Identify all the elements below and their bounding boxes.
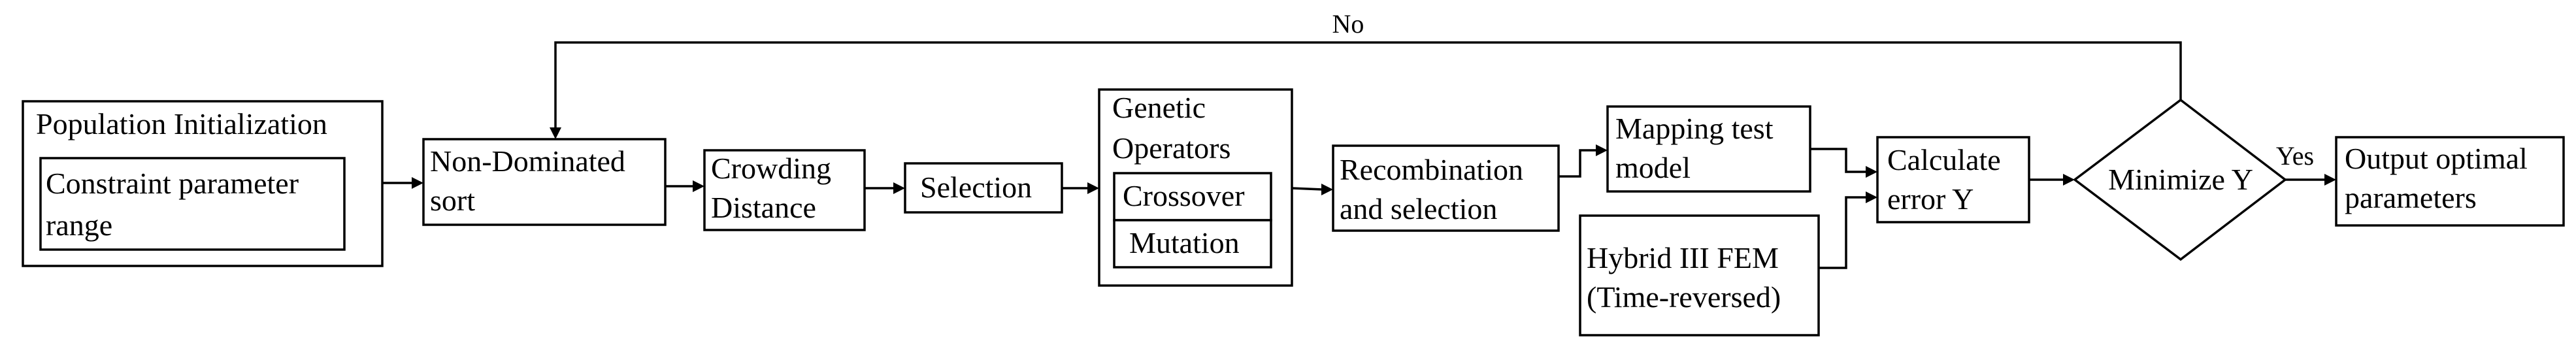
output-optimal-label-line2: parameters — [2345, 181, 2477, 214]
constraint-parameter-label-line1: Constraint parameter — [46, 167, 299, 200]
selection-label: Selection — [920, 171, 1032, 204]
recombination-to-mapping-arrow — [1559, 144, 1608, 178]
calculate-error-label-line1: Calculate — [1887, 143, 2001, 176]
recombination-selection-node: Recombination and selection — [1332, 144, 1560, 232]
crossover-label: Crossover — [1123, 179, 1245, 212]
non-dominated-to-crowding-arrow — [665, 180, 704, 192]
minimize-y-decision-node: Minimize Y — [2073, 98, 2287, 261]
population-initialization-title: Population Initialization — [36, 107, 327, 140]
recombination-label-line2: and selection — [1340, 192, 1497, 225]
non-dominated-sort-label-line1: Non-Dominated — [430, 144, 625, 178]
genetic-operators-label-line2: Operators — [1112, 131, 1230, 165]
crowding-to-selection-arrow — [865, 182, 905, 194]
hybrid-to-calculate-arrow — [1819, 191, 1877, 269]
constraint-parameter-box — [39, 157, 346, 251]
selection-node: Selection — [904, 162, 1063, 214]
population-initialization-node: Population Initialization Constraint par… — [22, 100, 384, 267]
mutation-label: Mutation — [1129, 226, 1240, 259]
population-to-non-dominated-arrow — [382, 177, 423, 189]
minimize-y-label: Minimize Y — [2108, 163, 2253, 196]
no-feedback-loop-arrow — [550, 41, 2182, 139]
genetic-operators-node: Genetic Operators Crossover Mutation — [1098, 88, 1293, 287]
mapping-test-model-label-line1: Mapping test — [1615, 112, 1774, 145]
genetic-operators-label-line1: Genetic — [1112, 91, 1206, 124]
hybrid-iii-fem-label-line2: (Time-reversed) — [1587, 280, 1781, 314]
mapping-test-model-node: Mapping test model — [1606, 105, 1811, 193]
non-dominated-sort-node: Non-Dominated sort — [422, 138, 667, 226]
yes-edge-label: Yes — [2276, 141, 2314, 171]
minimize-to-output-arrow — [2285, 174, 2336, 186]
mapping-to-calculate-arrow — [1810, 148, 1877, 178]
calculate-to-minimize-arrow — [2029, 174, 2075, 186]
mutation-box — [1113, 219, 1272, 269]
calculate-error-label-line2: error Y — [1887, 182, 1973, 216]
genetic-to-recombination-arrow — [1291, 184, 1333, 195]
non-dominated-sort-label-line2: sort — [430, 184, 475, 217]
crowding-distance-node: Crowding Distance — [703, 149, 866, 231]
crowding-distance-label-line2: Distance — [711, 191, 816, 224]
calculate-error-node: Calculate error Y — [1876, 136, 2030, 223]
hybrid-iii-fem-label-line1: Hybrid III FEM — [1587, 241, 1779, 274]
recombination-label-line1: Recombination — [1340, 153, 1523, 186]
selection-to-genetic-arrow — [1062, 182, 1099, 194]
crowding-distance-label-line1: Crowding — [711, 152, 831, 185]
mapping-test-model-label-line2: model — [1615, 151, 1691, 184]
output-optimal-parameters-node: Output optimal parameters — [2335, 136, 2565, 227]
hybrid-iii-fem-node: Hybrid III FEM (Time-reversed) — [1579, 214, 1820, 337]
constraint-parameter-label-line2: range — [46, 208, 112, 242]
output-optimal-label-line1: Output optimal — [2345, 142, 2528, 175]
no-edge-label: No — [1332, 9, 1364, 39]
